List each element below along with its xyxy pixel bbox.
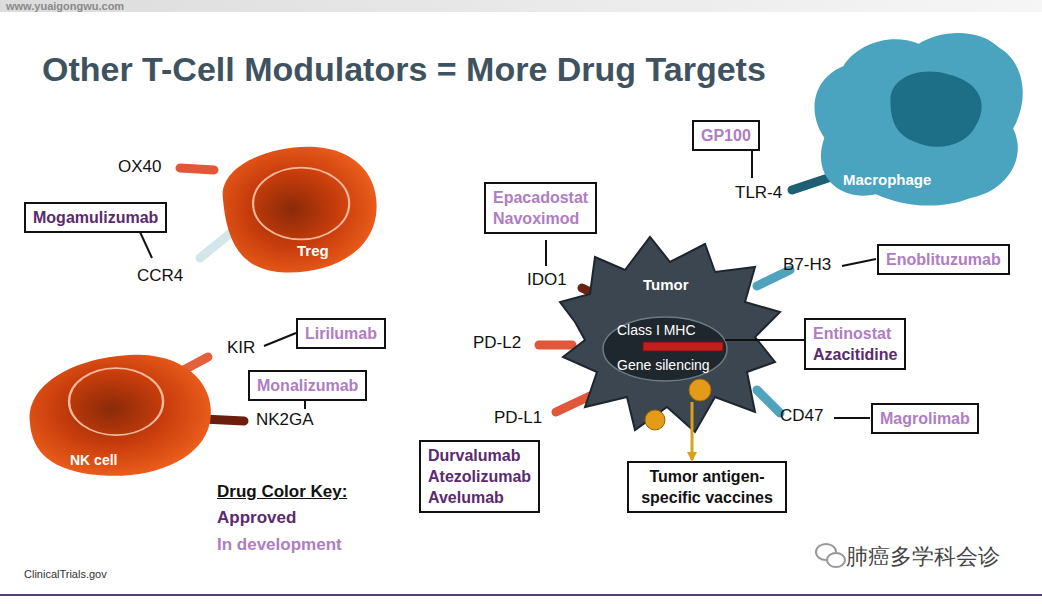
- cell-node: Macrophage: [796, 25, 1032, 213]
- drug-name: Epacadostat: [493, 187, 588, 208]
- target-label: PD-L1: [494, 408, 542, 428]
- legend-entry: In development: [217, 535, 342, 555]
- drug-name: Tumor antigen-specific vaccines: [636, 466, 778, 508]
- drug-name: Navoximod: [493, 208, 588, 229]
- drug-box: GP100: [692, 120, 760, 151]
- drug-name: Mogamulizumab: [33, 207, 158, 228]
- drug-box: Monalizumab: [248, 370, 367, 401]
- target-label: PD-L2: [473, 333, 521, 353]
- drug-box: EpacadostatNavoximod: [484, 182, 597, 234]
- legend-text: In development: [217, 535, 342, 554]
- cell-shape: [205, 140, 383, 278]
- cell-label: Gene silencing: [617, 357, 710, 373]
- slide-title: Other T-Cell Modulators = More Drug Targ…: [42, 50, 766, 89]
- drug-box: DurvalumabAtezolizumabAvelumab: [419, 440, 540, 513]
- top-bar: [0, 0, 1042, 12]
- tumor-cell: TumorClass I MHC Gene silencing: [555, 232, 787, 437]
- drug-box: Magrolimab: [871, 403, 979, 434]
- drug-name: Azacitidine: [813, 344, 897, 365]
- cell-label: Tumor: [643, 276, 689, 293]
- drug-name: Monalizumab: [257, 375, 358, 396]
- drug-name: Magrolimab: [880, 408, 970, 429]
- cell-shape: [22, 348, 218, 482]
- connector: [725, 339, 804, 341]
- drug-name: Entinostat: [813, 323, 897, 344]
- target-label: TLR-4: [735, 183, 782, 203]
- wechat-icon: [816, 544, 845, 567]
- drug-box: Tumor antigen-specific vaccines: [627, 461, 787, 513]
- drug-name: Avelumab: [428, 487, 531, 508]
- target-label: NK2GA: [256, 410, 314, 430]
- cell-label: Macrophage: [843, 171, 931, 188]
- target-label: CD47: [780, 406, 823, 426]
- drug-name: Enoblituzumab: [886, 249, 1001, 270]
- drug-name: Durvalumab: [428, 445, 531, 466]
- drug-name: Atezolizumab: [428, 466, 531, 487]
- cell-node: NK cell: [22, 348, 218, 482]
- source-note: ClinicalTrials.gov: [24, 568, 107, 580]
- drug-box: EntinostatAzacitidine: [804, 318, 906, 370]
- target-label: B7-H3: [783, 255, 831, 275]
- cell-label: Class I MHC: [617, 322, 696, 338]
- target-label: OX40: [118, 157, 161, 177]
- cell-node: Treg: [205, 140, 383, 278]
- target-label: KIR: [227, 338, 255, 358]
- watermark: 肺癌多学科会诊: [846, 542, 1000, 572]
- watermark: www.yuaigongwu.com: [6, 0, 124, 12]
- drug-box: Enoblituzumab: [877, 244, 1010, 275]
- bottom-rule: [0, 594, 1042, 596]
- legend-heading: Drug Color Key:: [217, 482, 347, 502]
- target-label: CCR4: [137, 266, 183, 286]
- cell-label: Treg: [297, 242, 329, 259]
- legend-entry: Approved: [217, 508, 296, 528]
- drug-name: Lirilumab: [305, 323, 377, 344]
- drug-box: Lirilumab: [296, 318, 386, 349]
- target-label: IDO1: [527, 270, 567, 290]
- legend-text: Approved: [217, 508, 296, 527]
- cell-label: NK cell: [70, 452, 117, 468]
- drug-box: Mogamulizumab: [24, 202, 167, 233]
- drug-name: GP100: [701, 125, 751, 146]
- connector: [691, 402, 694, 460]
